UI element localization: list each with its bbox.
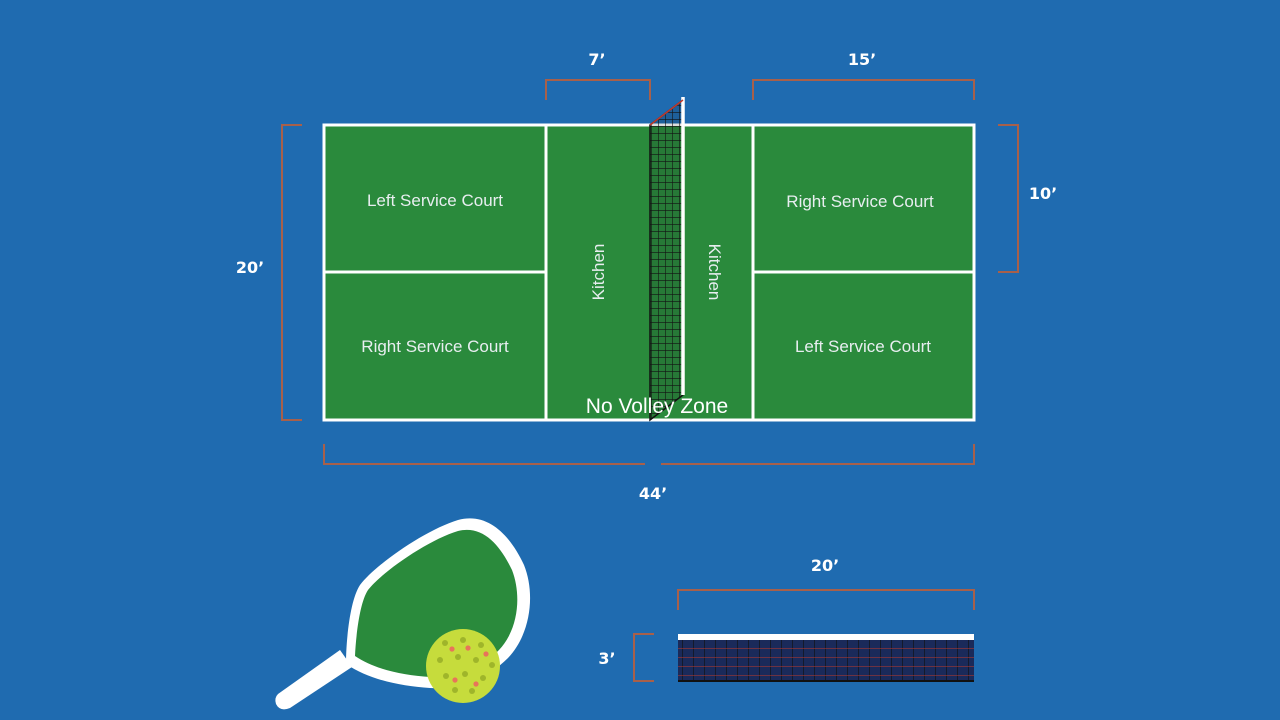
- no-volley-zone-label: No Volley Zone: [586, 395, 728, 418]
- court-length-label: 44’: [639, 484, 667, 503]
- kitchen-label-left: Kitchen: [589, 244, 608, 301]
- net-icon: [678, 634, 974, 682]
- bracket-net-height: [633, 633, 654, 682]
- right-service-court-label-bottom: Right Service Court: [361, 337, 509, 356]
- bracket-court-width: [281, 124, 302, 421]
- kitchen-depth-label: 7’: [588, 50, 605, 69]
- service-depth-label: 15’: [848, 50, 876, 69]
- bracket-service-depth: [752, 79, 975, 100]
- left-service-court-label-bottom: Left Service Court: [795, 337, 931, 356]
- right-service-court-label-top: Right Service Court: [786, 192, 934, 211]
- net-length-label: 20’: [811, 556, 839, 575]
- court-net-icon: [649, 97, 685, 422]
- left-service-court-label-top: Left Service Court: [367, 191, 503, 210]
- bracket-kitchen-depth: [545, 79, 651, 100]
- kitchen-label-right: Kitchen: [705, 244, 724, 301]
- half-width-label: 10’: [1029, 184, 1057, 203]
- net-height-label: 3’: [598, 649, 615, 668]
- pickleball-ball-icon: [426, 629, 500, 703]
- court-width-label: 20’: [236, 258, 264, 277]
- court: Left Service Court Right Service Court R…: [322, 97, 976, 422]
- bracket-half-width: [998, 124, 1019, 273]
- bracket-net-length: [677, 589, 975, 610]
- dimension-labels: 7’ 15’ 10’ 20’ 44’ 20’ 3’: [236, 50, 1057, 668]
